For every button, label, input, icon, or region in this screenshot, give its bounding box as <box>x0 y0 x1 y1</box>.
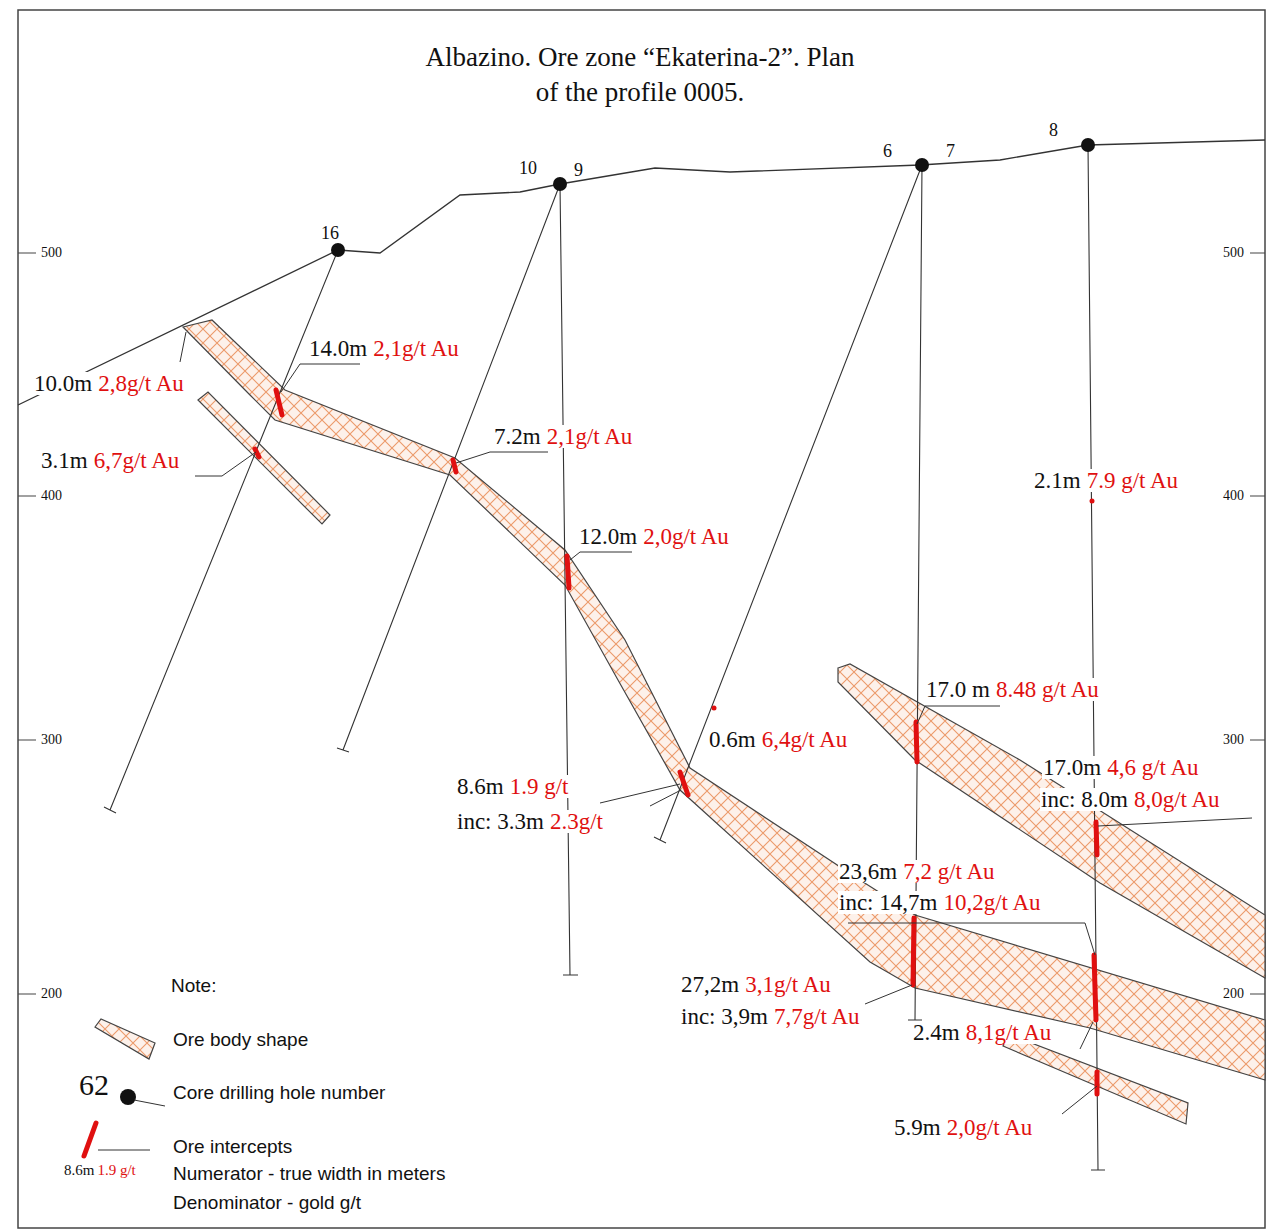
gold-grade: 3,1g/t Au <box>744 973 832 996</box>
intercept-width: inc: 14,7m <box>838 891 938 914</box>
terrain-line <box>18 140 1265 405</box>
intercept-width: inc: 8.0m <box>1040 788 1129 811</box>
intercept-width: 0.6m <box>708 728 757 751</box>
hole-collars <box>331 138 1095 257</box>
gold-grade: 8,1g/t Au <box>965 1021 1053 1044</box>
intercept-width: 17.0m <box>1042 756 1102 779</box>
section-label: 300 <box>1222 733 1245 747</box>
diagram-title: Albazino. Ore zone “Ekaterina-2”. Plan o… <box>420 40 860 110</box>
section-label: 400 <box>40 489 63 503</box>
intercept-width: 3.1m <box>40 449 89 472</box>
gold-grade: 7,2 g/t Au <box>902 860 995 883</box>
gold-grade: 4,6 g/t Au <box>1106 756 1199 779</box>
axis-ticks <box>18 253 1265 994</box>
ore-bodies <box>183 320 1265 1124</box>
gold-grade: 7,7g/t Au <box>773 1005 861 1028</box>
gold-grade: 2,8g/t Au <box>97 372 185 395</box>
drill-holes <box>104 145 1105 1170</box>
section-label: 200 <box>40 987 63 1001</box>
section-label: 500 <box>1222 246 1245 260</box>
gold-grade: 2,1g/t Au <box>372 337 460 360</box>
section-label: 400 <box>1222 489 1245 503</box>
gold-grade: 1.9 g/t <box>96 1163 136 1178</box>
section-label: 62 <box>78 1070 110 1100</box>
legend-text: Numerator - true width in meters <box>172 1164 446 1183</box>
section-label: 300 <box>40 733 63 747</box>
section-label: 8.6m <box>63 1163 95 1178</box>
section-label: 500 <box>40 246 63 260</box>
intercept-width: 2.4m <box>912 1021 961 1044</box>
intercept-width: 23,6m <box>838 860 898 883</box>
intercept-width: 7.2m <box>493 425 542 448</box>
section-label: 6 <box>882 142 893 160</box>
intercept-width: 14.0m <box>308 337 368 360</box>
gold-grade: 7.9 g/t Au <box>1086 469 1179 492</box>
section-label: 16 <box>320 224 340 242</box>
section-label: Note: <box>170 976 217 995</box>
section-label: 9 <box>573 161 584 179</box>
gold-grade: 2,1g/t Au <box>546 425 634 448</box>
gold-grade: 10,2g/t Au <box>942 891 1041 914</box>
gold-grade: 2,0g/t Au <box>946 1116 1034 1139</box>
intercept-width: 8.6m <box>456 775 505 798</box>
legend-text: Ore body shape <box>172 1030 309 1049</box>
section-label: 200 <box>1222 987 1245 1001</box>
section-label: 8 <box>1048 121 1059 139</box>
leader-lines <box>180 332 1252 1114</box>
intercept-width: inc: 3.3m <box>456 810 545 833</box>
gold-grade: 8,0g/t Au <box>1133 788 1221 811</box>
intercept-width: 27,2m <box>680 973 740 996</box>
legend-text: Ore intercepts <box>172 1137 293 1156</box>
gold-grade: 1.9 g/t <box>509 775 570 798</box>
gold-grade: 6,7g/t Au <box>93 449 181 472</box>
intercept-width: 10.0m <box>33 372 93 395</box>
gold-grade: 2.3g/t <box>549 810 604 833</box>
gold-grade: 8.48 g/t Au <box>995 678 1100 701</box>
gold-grade: 2,0g/t Au <box>642 525 730 548</box>
ore-intercepts <box>255 390 1097 1094</box>
intercept-width: 5.9m <box>893 1116 942 1139</box>
legend-text: Core drilling hole number <box>172 1083 386 1102</box>
section-label: 10 <box>518 159 538 177</box>
intercept-width: 12.0m <box>578 525 638 548</box>
intercept-width: 17.0 m <box>925 678 991 701</box>
legend-text: Denominator - gold g/t <box>172 1193 362 1212</box>
gold-grade: 6,4g/t Au <box>761 728 849 751</box>
frame <box>18 10 1265 1228</box>
intercept-width: inc: 3,9m <box>680 1005 769 1028</box>
section-label: 7 <box>945 142 956 160</box>
intercept-width: 2.1m <box>1033 469 1082 492</box>
